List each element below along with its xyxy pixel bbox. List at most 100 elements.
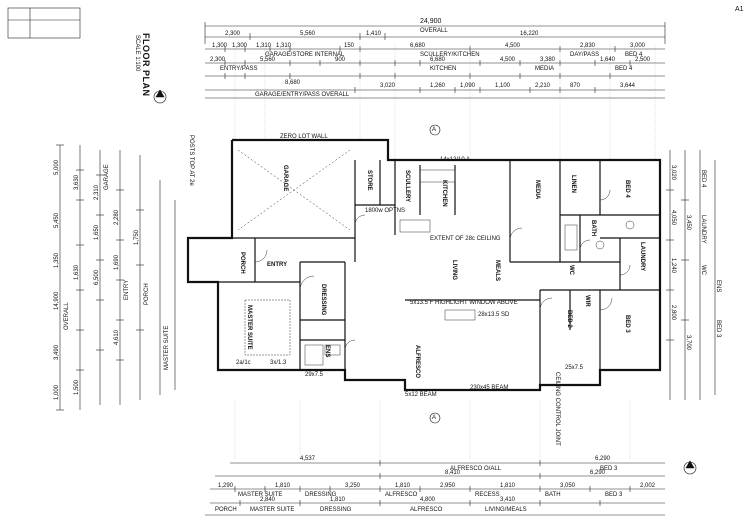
dim-r2-7: 2,830 [580, 43, 596, 49]
room-living: LIVING [451, 260, 457, 281]
room-alfresco: ALFRESCO [414, 345, 420, 378]
dim-left2-2: 6,500 [94, 269, 100, 285]
dim-b3-3: 1,810 [395, 483, 411, 489]
dim-r4-0: 8,680 [285, 80, 301, 86]
dim-r3-2: 900 [335, 57, 346, 63]
dim-r2-label-0: GARAGE/STORE INTERNAL [265, 52, 345, 58]
dim-right-2: 1,240 [670, 258, 676, 274]
dim-b3-label-1: DRESSING [305, 492, 337, 498]
dim-r3-6: 1,640 [600, 57, 616, 63]
room-scullery: SCULLERY [404, 170, 410, 203]
dim-b3-4: 2,950 [440, 483, 456, 489]
section-markers [153, 89, 697, 475]
room-store: STORE [366, 170, 372, 191]
dim-r4-e1: 1,260 [430, 83, 446, 89]
dim-b2-0: 8,410 [445, 470, 461, 476]
note-d3: 29x7.5 [305, 372, 324, 378]
dim-r2-4: 150 [344, 43, 355, 49]
dim-r4-e0: 3,020 [380, 83, 396, 89]
dim-left-6: 3,490 [54, 344, 60, 360]
dim-b3-7: 2,002 [640, 483, 656, 489]
dim-left2-label-3: MASTER SUITE [164, 325, 170, 370]
title-block-frame [7, 7, 81, 39]
dim-top-3: 1,410 [366, 31, 382, 37]
dim-top-2: 5,560 [300, 31, 316, 37]
dim-r3-7: 2,500 [635, 57, 651, 63]
dim-b1-0: 4,537 [300, 456, 316, 462]
dim-r4-e6: 3,644 [620, 83, 636, 89]
dim-top-1: 2,300 [225, 31, 241, 37]
room-master-suite: MASTER SUITE [246, 305, 252, 350]
dim-r2-6: 4,500 [505, 43, 521, 49]
dim-r3-label-3: BED 4 [615, 66, 633, 72]
dim-right-4: 3,450 [685, 215, 691, 231]
dim-r3-5: 3,380 [540, 57, 556, 63]
internal-walls [218, 160, 660, 385]
room-wc: WC [568, 265, 574, 275]
dim-r4-e4: 2,210 [535, 83, 551, 89]
note-extent-ceiling: EXTENT OF 28c CEILING [430, 236, 501, 242]
room-bed2: BED 2 [566, 310, 572, 328]
dim-b4-label-4: LIVING/MEALS [485, 507, 527, 513]
dim-b3-1: 1,810 [275, 483, 291, 489]
dim-b3-label-4: BATH [545, 492, 561, 498]
room-linen: LINEN [570, 175, 576, 193]
note-d4: 25x7.5 [565, 365, 584, 371]
dim-b3-6: 3,050 [560, 483, 576, 489]
room-wir: WIR [584, 295, 590, 307]
room-bed4: BED 4 [624, 180, 630, 198]
dim-b3-label-2: ALFRESCO [385, 492, 418, 498]
room-media: MEDIA [534, 180, 540, 200]
note-d2: 3x/1.3 [270, 360, 287, 366]
right-dimension-strings [666, 150, 716, 400]
dim-r2-8: 3,000 [630, 43, 646, 49]
dim-r3-0: 2,300 [210, 57, 226, 63]
note-window-tag: 1800w OPTNS [365, 208, 406, 214]
dim-right-1: 4,050 [670, 210, 676, 226]
section-marker-top: A [432, 127, 437, 133]
dim-b3-2: 3,250 [345, 483, 361, 489]
room-garage: GARAGE [282, 165, 288, 192]
dim-right-label-0: BED 4 [700, 170, 706, 188]
dim-b1-label-0: ALFRESCO O/ALL [450, 466, 502, 472]
sheet-title: FLOOR PLAN [141, 33, 151, 97]
dim-b2-1: 6,290 [590, 470, 606, 476]
dim-r2-1: 1,300 [232, 43, 248, 49]
dim-r2-label-2: DAY/PASS [570, 52, 600, 58]
note-posts: POSTS TOP AT 2e [188, 135, 194, 186]
dim-b4-0: 2,840 [260, 497, 276, 503]
dim-r3-4: 4,500 [500, 57, 516, 63]
dim-left2-0: 2,310 [94, 184, 100, 200]
dim-b4-1: 1,810 [330, 497, 346, 503]
note-kitchen-tag: 14x12/10 A [440, 157, 471, 163]
dim-right-5: 3,700 [685, 335, 691, 351]
door-swings [254, 189, 631, 351]
section-marker-bottom: A [432, 415, 437, 421]
dim-b4-3: 3,410 [500, 497, 516, 503]
room-ens: ENS [324, 345, 330, 358]
dim-left2-6: 1,750 [134, 229, 140, 245]
room-entry: ENTRY [267, 262, 288, 268]
dim-b3-label-0: MASTER SUITE [238, 492, 283, 498]
room-laundry: LAUNDRY [639, 242, 645, 272]
dim-b3-label-3: RECESS [475, 492, 500, 498]
dim-b3-5: 1,810 [500, 483, 516, 489]
dim-b4-label-3: ALFRESCO [410, 507, 443, 513]
dim-r3-3: 6,680 [430, 57, 446, 63]
dim-r3-label-1: KITCHEN [430, 66, 457, 72]
dim-right-3: 2,800 [670, 305, 676, 321]
dim-r2-3: 1,310 [276, 43, 292, 49]
dim-left-2: 1,350 [54, 252, 60, 268]
dim-b1-1: 6,290 [595, 456, 611, 462]
dim-left-1: 5,450 [54, 212, 60, 228]
dim-b3-label-5: BED 3 [605, 492, 623, 498]
dim-left-5: 14,900 [54, 291, 60, 310]
dim-r2-0: 1,300 [212, 43, 228, 49]
dim-r4-e5: 870 [570, 83, 581, 89]
sheet-scale: SCALE 1:100 [134, 35, 140, 72]
note-ceiling: CEILING CONTROL JOINT [554, 372, 560, 446]
dim-r2-5: 6,680 [410, 43, 426, 49]
dim-left-4: 1,630 [74, 264, 80, 280]
